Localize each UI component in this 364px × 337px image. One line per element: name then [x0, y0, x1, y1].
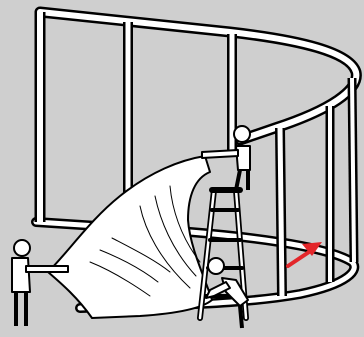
worker-head: [234, 126, 250, 142]
worker-head: [14, 240, 30, 256]
worker-head: [208, 258, 224, 274]
